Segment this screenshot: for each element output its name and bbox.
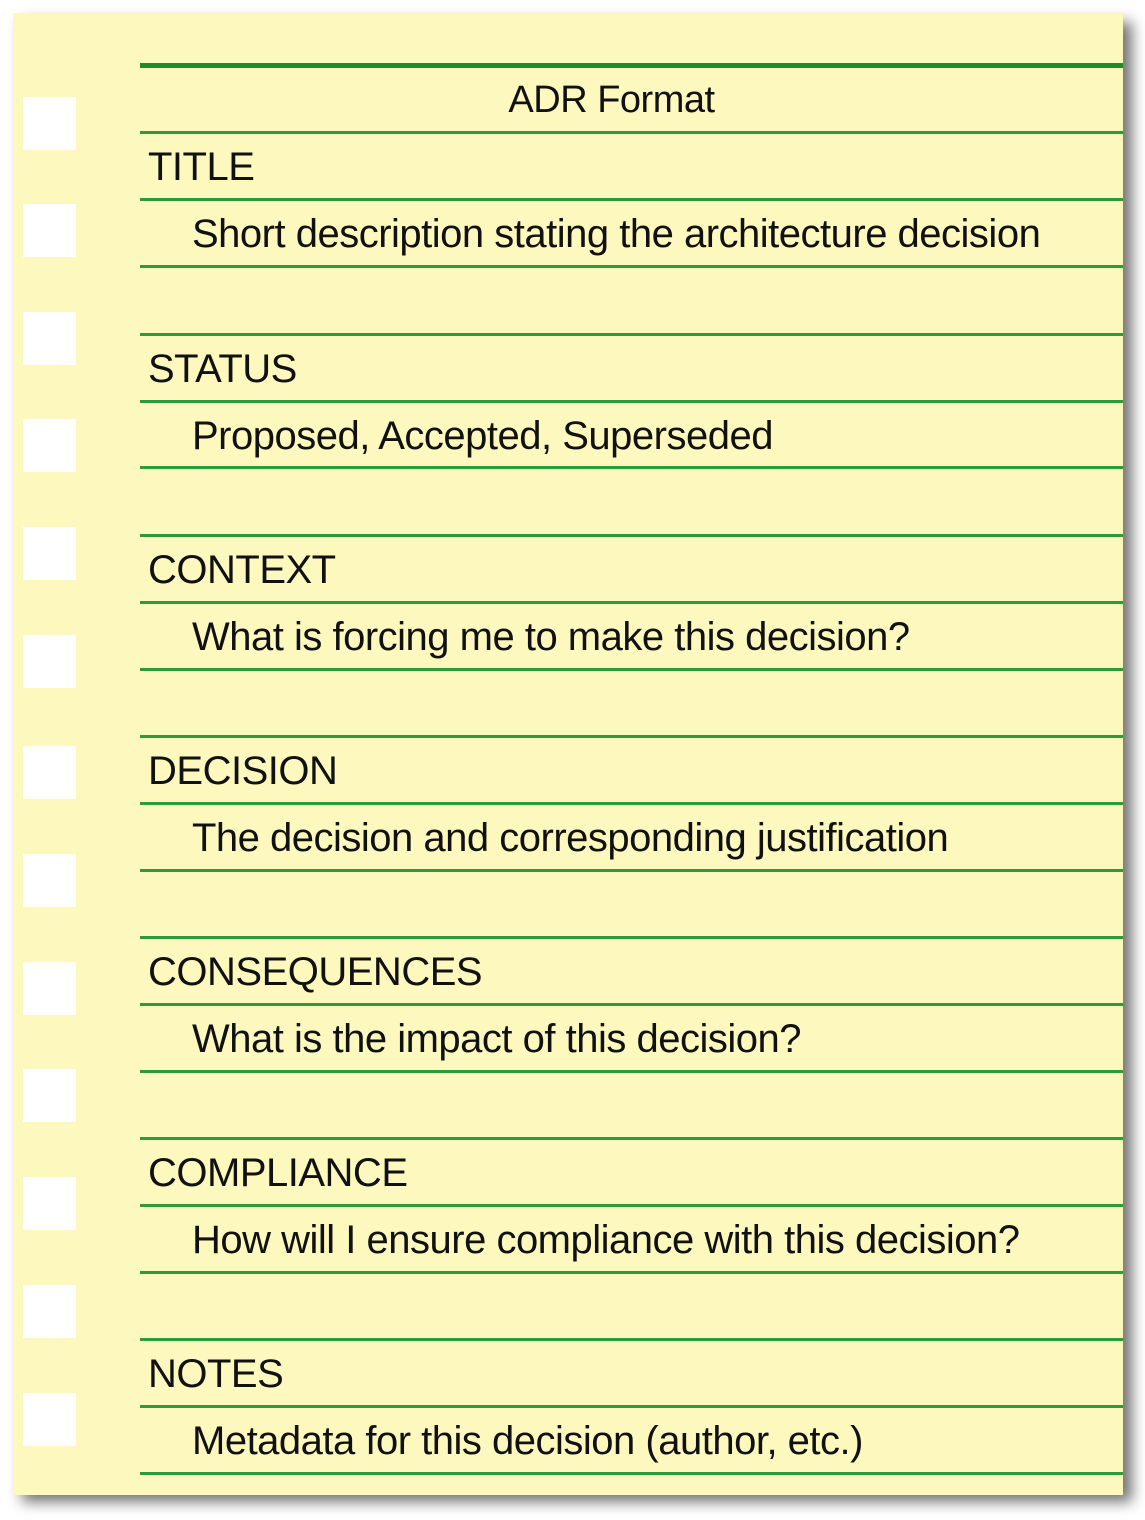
ruled-line <box>140 735 1123 738</box>
notepad-page: ADR Format TITLE Short description stati… <box>13 13 1123 1495</box>
section-label-consequences: CONSEQUENCES <box>148 950 483 994</box>
punch-hole <box>23 527 76 580</box>
punch-hole <box>23 1069 76 1122</box>
section-description-notes: Metadata for this decision (author, etc.… <box>192 1419 863 1463</box>
section-label-status: STATUS <box>148 347 297 391</box>
section-description-status: Proposed, Accepted, Superseded <box>192 414 773 458</box>
ruled-line <box>140 869 1123 872</box>
section-description-context: What is forcing me to make this decision… <box>192 615 910 659</box>
ruled-line <box>140 1271 1123 1274</box>
ruled-line <box>140 1338 1123 1341</box>
punch-hole <box>23 312 76 365</box>
section-label-decision: DECISION <box>148 749 338 793</box>
ruled-line <box>140 198 1123 201</box>
ruled-line <box>140 1003 1123 1006</box>
ruled-line <box>140 1070 1123 1073</box>
punch-hole <box>23 1177 76 1230</box>
ruled-line <box>140 265 1123 268</box>
header-rule <box>140 63 1123 68</box>
ruled-line <box>140 1137 1123 1140</box>
section-description-consequences: What is the impact of this decision? <box>192 1017 801 1061</box>
section-label-title: TITLE <box>148 145 255 189</box>
section-description-compliance: How will I ensure compliance with this d… <box>192 1218 1020 1262</box>
section-label-compliance: COMPLIANCE <box>148 1151 408 1195</box>
punch-hole <box>23 1393 76 1446</box>
punch-hole <box>23 419 76 472</box>
ruled-line <box>140 1472 1123 1475</box>
ruled-line <box>140 601 1123 604</box>
section-label-context: CONTEXT <box>148 548 336 592</box>
ruled-line <box>140 668 1123 671</box>
punch-hole <box>23 97 76 150</box>
ruled-line <box>140 131 1123 134</box>
ruled-line <box>140 1204 1123 1207</box>
ruled-line <box>140 936 1123 939</box>
ruled-line <box>140 1405 1123 1408</box>
page-title: ADR Format <box>508 79 715 121</box>
section-description-decision: The decision and corresponding justifica… <box>192 816 949 860</box>
punch-hole <box>23 962 76 1015</box>
ruled-line <box>140 333 1123 336</box>
ruled-line <box>140 466 1123 469</box>
punch-hole <box>23 746 76 799</box>
ruled-line <box>140 802 1123 805</box>
punch-hole <box>23 1285 76 1338</box>
ruled-line <box>140 534 1123 537</box>
section-label-notes: NOTES <box>148 1352 284 1396</box>
punch-hole <box>23 854 76 907</box>
section-description-title: Short description stating the architectu… <box>192 212 1041 256</box>
punch-hole <box>23 204 76 257</box>
punch-hole <box>23 635 76 688</box>
ruled-line <box>140 400 1123 403</box>
